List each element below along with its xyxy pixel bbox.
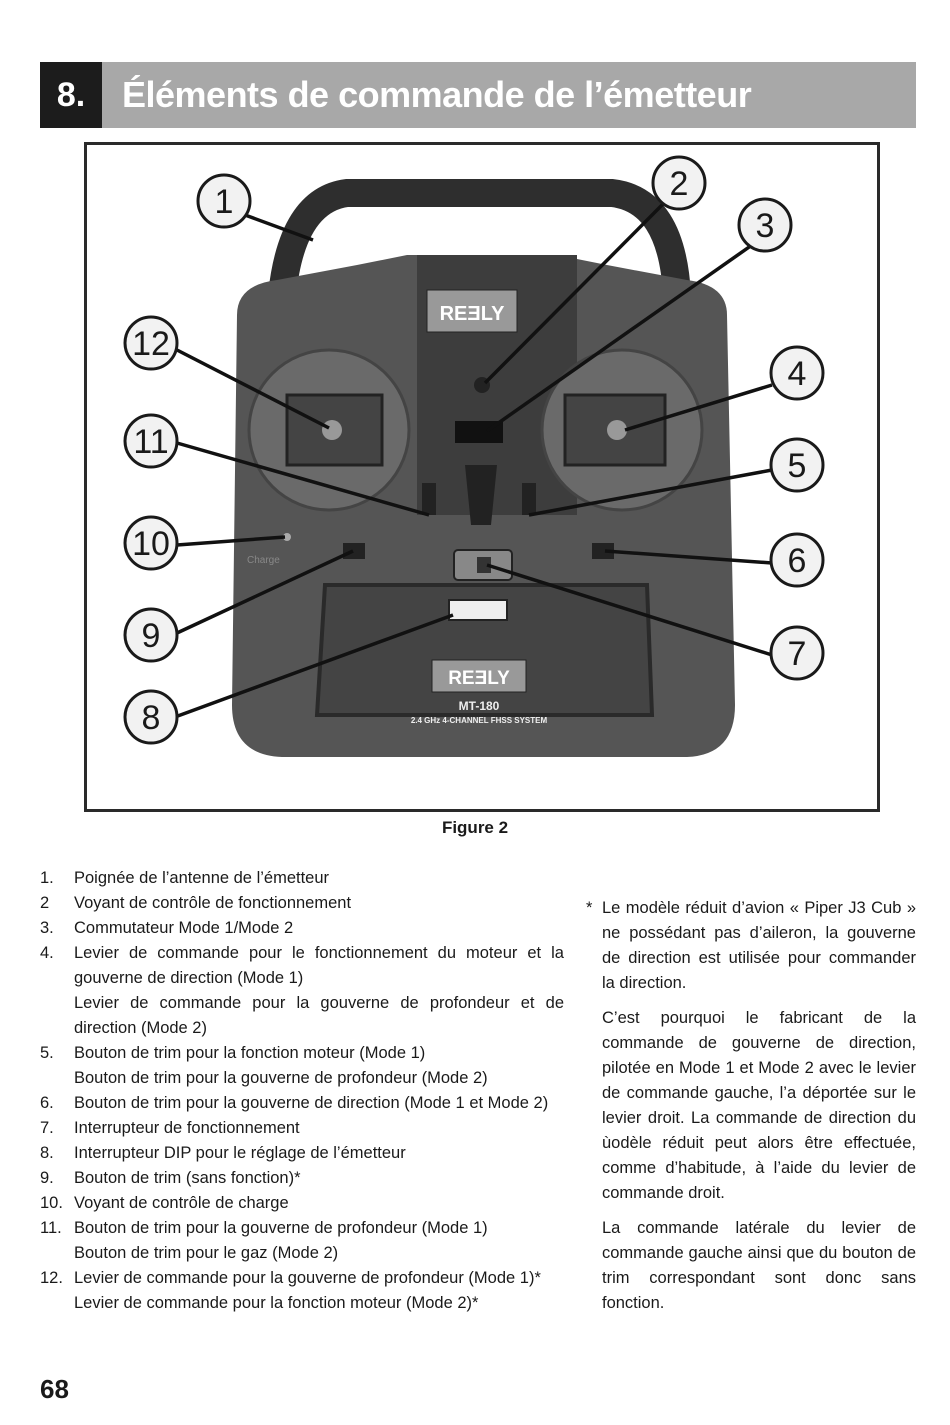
- callout-9: 9: [123, 607, 179, 663]
- list-item: 3.Commutateur Mode 1/Mode 2: [40, 919, 294, 937]
- callout-11: 11: [123, 413, 179, 469]
- list-item: 5.Bouton de trim pour la fonction moteur…: [40, 1044, 488, 1087]
- callout-6: 6: [769, 532, 825, 588]
- callout-8: 8: [123, 689, 179, 745]
- svg-text:8: 8: [142, 699, 161, 737]
- list-item: 8.Interrupteur DIP pour le réglage de l’…: [40, 1144, 406, 1162]
- right-vertical-trim: [522, 483, 536, 515]
- section-number: 8.: [40, 62, 102, 128]
- svg-text:9: 9: [142, 617, 161, 655]
- list-item: 10.Voyant de contrôle de charge: [40, 1194, 289, 1212]
- svg-text:10: 10: [132, 525, 170, 563]
- figure-caption: Figure 2: [441, 818, 509, 837]
- list-item: 11.Bouton de trim pour la gouverne de pr…: [40, 1219, 488, 1262]
- callout-4: 4: [769, 345, 825, 401]
- transmitter-figure: REƎLY Charge REƎLY MT-180 2.4 GHz 4-CHA: [84, 142, 880, 812]
- transmitter-illustration: REƎLY Charge REƎLY MT-180 2.4 GHz 4-CHA: [87, 145, 877, 809]
- callout-10: 10: [123, 515, 179, 571]
- left-stick-icon: [322, 420, 342, 440]
- dip-switch: [448, 599, 508, 621]
- battery-cover: [314, 583, 655, 717]
- section-header: 8. Éléments de commande de l’émetteur: [40, 62, 916, 128]
- left-horizontal-trim: [343, 543, 365, 559]
- charge-label: Charge: [247, 555, 280, 566]
- page-number: 68: [40, 1374, 69, 1404]
- svg-text:4: 4: [788, 355, 807, 393]
- svg-text:1: 1: [215, 183, 234, 221]
- right-stick-icon: [607, 420, 627, 440]
- left-vertical-trim: [422, 483, 436, 515]
- callout-3: 3: [737, 197, 793, 253]
- charge-led: [283, 533, 291, 541]
- list-item: 1.Poignée de l’antenne de l’émetteur: [40, 869, 330, 887]
- section-title: Éléments de commande de l’émetteur: [102, 62, 916, 128]
- svg-text:6: 6: [788, 542, 807, 580]
- brand-logo-bottom: REƎLY: [448, 668, 510, 689]
- footnote-paragraph: C’est pourquoi le fabricant de la comman…: [602, 1009, 916, 1202]
- svg-text:2: 2: [670, 165, 689, 203]
- footnote-marker: *: [586, 899, 593, 917]
- list-item: 12.Levier de commande pour la gouverne d…: [40, 1269, 541, 1312]
- svg-text:5: 5: [788, 447, 807, 485]
- footnote-paragraph: Le modèle réduit d’avion « Piper J3 Cub …: [602, 899, 916, 992]
- callout-7: 7: [769, 625, 825, 681]
- callout-2: 2: [651, 155, 707, 211]
- brand-logo-top: REƎLY: [440, 303, 506, 325]
- list-item: 9.Bouton de trim (sans fonction)*: [40, 1169, 301, 1187]
- right-horizontal-trim: [592, 543, 614, 559]
- svg-text:7: 7: [788, 635, 807, 673]
- list-item: 7.Interrupteur de fonctionnement: [40, 1119, 300, 1137]
- svg-text:3: 3: [756, 207, 775, 245]
- callout-5: 5: [769, 437, 825, 493]
- footnote-box: * Le modèle réduit d’avion « Piper J3 Cu…: [586, 896, 916, 1326]
- system-label: 2.4 GHz 4-CHANNEL FHSS SYSTEM: [411, 716, 548, 725]
- callout-1: 1: [196, 173, 252, 229]
- svg-text:11: 11: [133, 423, 168, 461]
- callout-12: 12: [123, 315, 179, 371]
- antenna-handle-shape: [268, 179, 691, 297]
- model-label: MT-180: [459, 699, 500, 713]
- footnote-paragraph: La commande latérale du levier de comman…: [602, 1219, 916, 1312]
- list-item: 6.Bouton de trim pour la gouverne de dir…: [40, 1094, 549, 1112]
- list-item: 4.Levier de commande pour le fonctionnem…: [40, 944, 564, 1037]
- svg-text:12: 12: [132, 325, 170, 363]
